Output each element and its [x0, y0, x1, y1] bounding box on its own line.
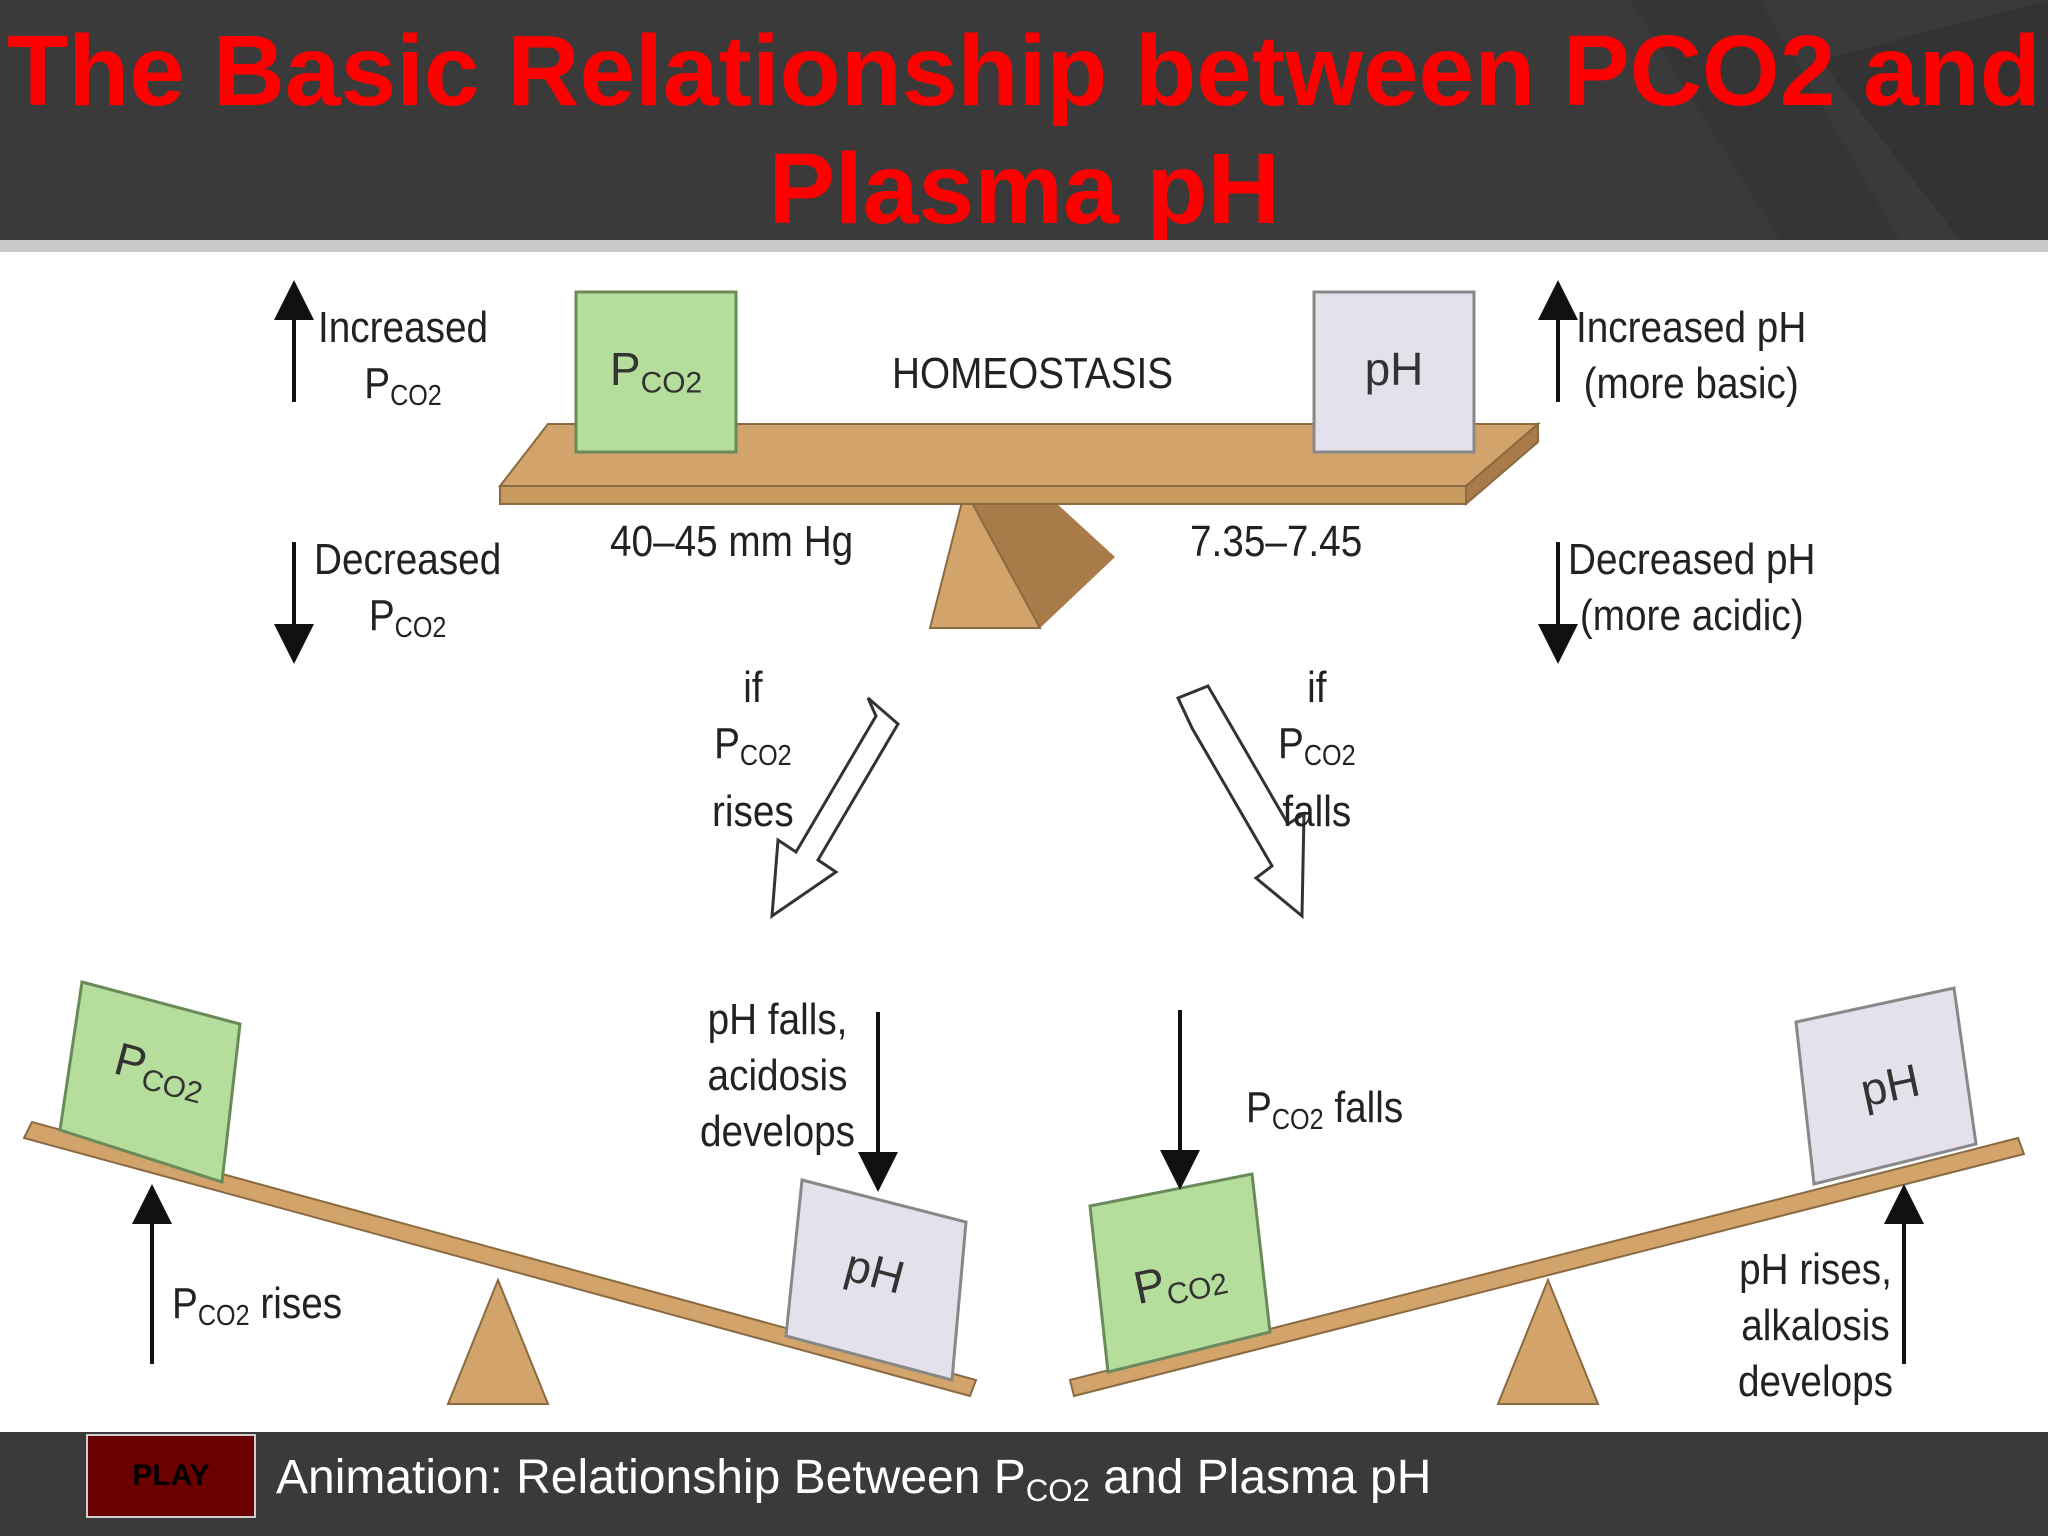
top-ph-box-label: pH: [1364, 343, 1424, 395]
diagram-graphics: [22, 280, 2026, 1405]
top-plank-side: [1465, 421, 1539, 507]
br-ph-box: [1794, 986, 1978, 1186]
pco2-range-label: 40–45 mm Hg: [610, 517, 854, 566]
top-fulcrum-side: [965, 490, 1115, 628]
falls-hollow-arrow: [1175, 684, 1306, 920]
bl-fulcrum: [446, 1277, 550, 1405]
bl-pco2-box: [58, 980, 242, 1184]
seesaw-diagram: Increased PCO2 Decreased PCO2 Increased …: [0, 252, 2048, 1432]
slide-title: The Basic Relationship between PCO2 and …: [7, 15, 2041, 240]
play-button[interactable]: PLAY: [86, 1434, 256, 1518]
top-fulcrum: [928, 487, 1042, 629]
decreased-pco2-label: Decreased PCO2: [314, 535, 502, 645]
bl-plank: [22, 1120, 978, 1398]
animation-caption[interactable]: Animation: Relationship Between PCO2 and…: [276, 1451, 1432, 1508]
top-plank-front: [499, 485, 1467, 505]
decreased-ph-label: Decreased pH (more acidic): [1568, 535, 1816, 640]
if-rises-label: if PCO2 rises: [712, 663, 794, 837]
ph-range-label: 7.35–7.45: [1190, 517, 1363, 566]
increased-ph-label: Increased pH (more basic): [1576, 303, 1807, 408]
top-seesaw: [497, 290, 1541, 629]
footer-bar: [0, 1432, 2048, 1536]
header-bar: The Basic Relationship between PCO2 and …: [0, 0, 2048, 240]
rises-hollow-arrow: [770, 696, 900, 920]
header-decoration: [1630, 0, 2048, 240]
homeostasis-label: HOMEOSTASIS: [892, 349, 1174, 398]
top-pco2-box-label: PCO2: [609, 343, 703, 400]
br-plank: [1068, 1136, 2026, 1398]
br-fulcrum: [1496, 1277, 1600, 1405]
top-pco2-box: [574, 290, 738, 454]
header-divider: [0, 240, 2048, 252]
ph-falls-label: pH falls, acidosis develops: [700, 995, 856, 1156]
if-falls-label: if PCO2 falls: [1278, 663, 1356, 837]
bl-ph-box: [784, 1178, 968, 1382]
pco2-falls-label: PCO2 falls: [1246, 1083, 1404, 1137]
ph-rises-label: pH rises, alkalosis develops: [1738, 1245, 1894, 1406]
top-ph-box: [1312, 290, 1476, 454]
bottom-right-seesaw: [1068, 986, 2026, 1405]
increased-pco2-label: Increased PCO2: [318, 303, 489, 413]
bottom-left-seesaw: [22, 980, 978, 1405]
pco2-rises-label: PCO2 rises: [172, 1279, 343, 1333]
